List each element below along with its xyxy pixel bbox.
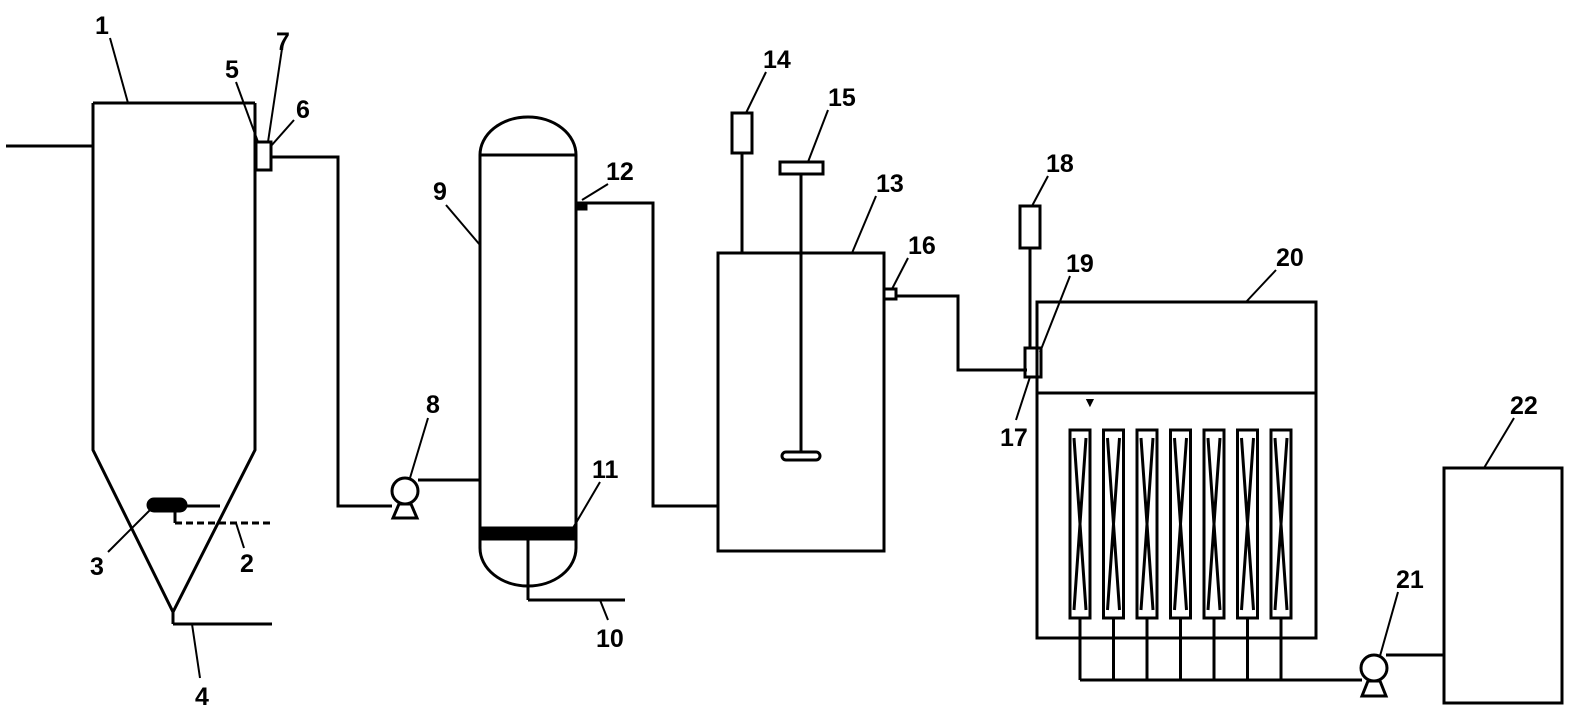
label-12: 12 (606, 158, 634, 186)
label-4: 4 (195, 683, 209, 711)
pipe-column-to-reactor (586, 201, 718, 508)
dosing-unit-18 (1018, 204, 1042, 348)
aerator (146, 497, 188, 513)
label-2: 2 (240, 550, 254, 578)
label-6: 6 (296, 96, 310, 124)
support-plate (478, 526, 578, 541)
label-16: 16 (908, 232, 936, 260)
membrane-module (1169, 428, 1192, 680)
label-11: 11 (592, 456, 619, 484)
membrane-module (1269, 428, 1293, 680)
label-21: 21 (1396, 566, 1424, 594)
label-3: 3 (90, 553, 104, 581)
reactor-outlet (882, 287, 898, 301)
label-10: 10 (596, 625, 624, 653)
label-9: 9 (433, 178, 447, 206)
overflow-box (254, 140, 273, 172)
pump-2 (1359, 653, 1389, 698)
label-1: 1 (95, 12, 109, 40)
label-14: 14 (763, 46, 791, 74)
label-18: 18 (1046, 150, 1074, 178)
dosing-unit-14 (730, 111, 754, 253)
callout-labels: 1 2 3 4 5 6 7 8 9 10 11 12 13 14 15 16 1… (90, 12, 1538, 711)
label-7: 7 (276, 28, 290, 56)
label-22: 22 (1510, 392, 1538, 420)
distribution-box (1023, 346, 1043, 379)
membrane-modules (1068, 428, 1293, 680)
label-13: 13 (876, 170, 904, 198)
membrane-module (1068, 428, 1092, 680)
pump-1 (390, 476, 420, 520)
leader-lines (107, 37, 1515, 679)
membrane-module (1202, 428, 1226, 680)
column-top-outlet (574, 201, 588, 211)
label-20: 20 (1276, 244, 1304, 272)
water-level-mark: ▼ (1083, 394, 1097, 410)
label-15: 15 (828, 84, 856, 112)
agitator (778, 160, 825, 462)
pipe-tank-to-pump (271, 155, 392, 508)
filter-column (478, 115, 578, 588)
membrane-tank (1035, 300, 1318, 640)
settling-tank (91, 101, 257, 624)
label-19: 19 (1066, 250, 1094, 278)
label-8: 8 (426, 391, 440, 419)
membrane-module (1135, 428, 1159, 680)
membrane-module (1102, 428, 1125, 680)
membrane-module (1236, 428, 1259, 680)
pipe-reactor-to-membrane (896, 294, 1027, 372)
label-5: 5 (225, 56, 239, 84)
product-water-tank (1442, 466, 1564, 705)
label-17: 17 (1000, 424, 1028, 452)
